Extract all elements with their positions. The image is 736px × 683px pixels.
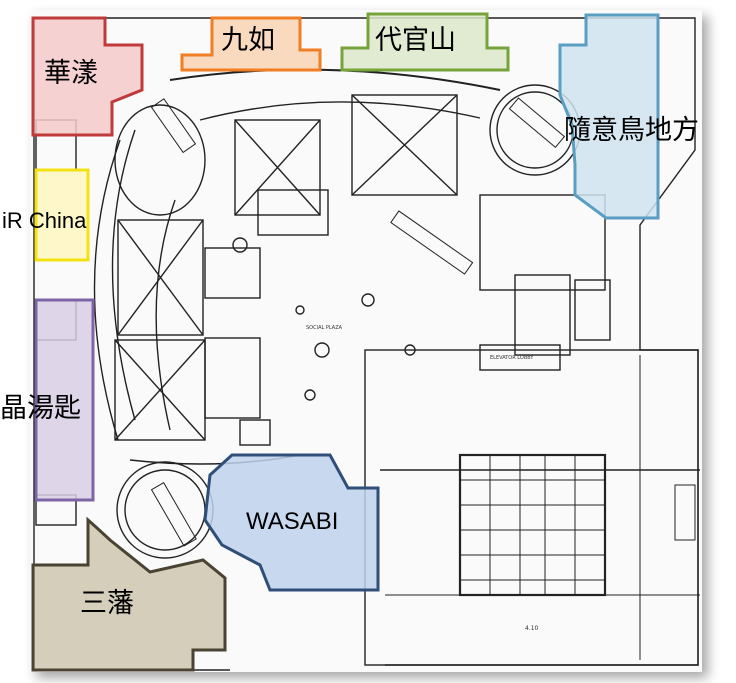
zone-irchina[interactable] — [34, 168, 90, 262]
zone-daikanyama[interactable] — [340, 12, 510, 72]
plan-mark-unit-410: 4.10 — [525, 625, 539, 632]
zone-suiyi[interactable] — [558, 13, 660, 220]
zone-label-wasabi: WASABI — [246, 508, 339, 535]
zone-label-jiuru: 九如 — [221, 25, 275, 56]
plan-mark-social-plaza: SOCIAL PLAZA — [306, 325, 343, 331]
zone-label-irchina: iR China — [2, 208, 87, 233]
zone-jingtangchi[interactable] — [34, 298, 95, 502]
zone-label-suiyi: 隨意鳥地方 — [564, 115, 699, 146]
floor-plan-linework — [33, 17, 700, 671]
plan-mark-elevator-lobby: ELEVATOR LOBBY — [490, 355, 534, 361]
zone-label-huayang: 華漾 — [44, 58, 98, 89]
zone-jiuru[interactable] — [180, 16, 322, 72]
zone-wasabi[interactable] — [203, 453, 380, 592]
zone-label-sanfan: 三藩 — [80, 588, 134, 619]
zone-label-jingtangchi: 晶湯匙 — [0, 393, 81, 424]
zone-huayang[interactable] — [31, 16, 144, 137]
zone-sanfan[interactable] — [31, 516, 227, 672]
tenant-zones — [31, 12, 660, 672]
zone-label-daikanyama: 代官山 — [375, 25, 456, 56]
